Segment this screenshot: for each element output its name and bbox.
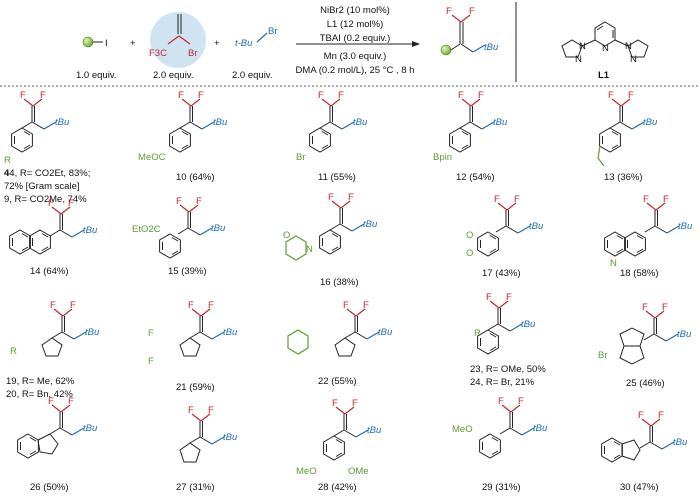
svg-text:2.0 equiv.: 2.0 equiv. [153,70,194,81]
product-21: F F 21 (59%) [148,299,239,393]
product-12: Bpin 12 (54%) [433,89,509,183]
svg-text:tBu: tBu [484,42,499,53]
svg-text:1.0 equiv.: 1.0 equiv. [76,70,117,81]
svg-text:17 (43%): 17 (43%) [482,268,521,279]
svg-text:11 (55%): 11 (55%) [318,172,356,183]
svg-text:MeO: MeO [452,424,473,435]
svg-text:R: R [474,328,481,339]
product-11: Br 11 (55%) [296,89,369,183]
svg-text:OMe: OMe [348,466,369,477]
svg-text:+: + [214,38,220,49]
svg-text:26 (50%): 26 (50%) [30,482,69,493]
svg-text:+: + [130,38,136,49]
product-22: 22 (55%) [287,299,394,387]
svg-text:Br: Br [296,152,306,163]
svg-text:23, R= OMe, 50%: 23, R= OMe, 50% [470,364,546,375]
svg-text:Br: Br [598,350,608,361]
svg-text:18 (58%): 18 (58%) [620,268,659,279]
product-general: F F tBu [440,6,499,56]
svg-text:13 (36%): 13 (36%) [604,172,643,183]
svg-text:EtO2C: EtO2C [132,224,161,235]
product-23-24: R 23, R= OMe, 50% 24, R= Br, 21% [470,291,546,388]
reaction-conditions: NiBr2 (10 mol%) L1 (12 mol%) TBAI (0.2 e… [296,5,420,76]
svg-text:N: N [575,54,582,65]
product-17: O O 17 (43%) [466,193,545,279]
svg-text:F3C: F3C [149,48,167,59]
svg-text:19, R= Me, 62%: 19, R= Me, 62% [6,376,75,387]
product-26: 26 (50%) [17,395,99,493]
svg-text:MeO: MeO [296,466,317,477]
svg-text:TBAI (0.2 equiv.): TBAI (0.2 equiv.) [320,33,391,44]
svg-text:9, R= CO2Me, 74%: 9, R= CO2Me, 74% [4,194,87,205]
svg-text:I: I [105,38,108,49]
svg-text:O: O [466,248,473,259]
svg-text:O: O [466,230,473,241]
reagent-aryl-iodide: I 1.0 equiv. [76,36,117,81]
product-27: 27 (31%) [176,404,239,493]
svg-text:F: F [148,328,154,339]
svg-text:N: N [602,43,609,54]
svg-text:22 (55%): 22 (55%) [318,376,357,387]
svg-text:R: R [4,155,11,166]
product-28: MeO OMe 28 (42%) [296,397,383,493]
svg-text:L1 (12 mol%): L1 (12 mol%) [327,19,384,30]
svg-text:12 (54%): 12 (54%) [456,172,495,183]
svg-text:Bpin: Bpin [433,152,452,163]
product-4-9: R 44, R= CO2Et, 83%; 72% [Gram scale] 9,… [4,89,90,205]
svg-text:28 (42%): 28 (42%) [318,482,357,493]
svg-text:N: N [306,244,313,255]
product-29: MeO 29 (31%) [452,395,549,493]
product-16: O N 16 (38%) [283,191,379,288]
svg-text:F: F [446,6,452,17]
svg-text:DMA (0.2 mol/L), 25 °C , 8 h: DMA (0.2 mol/L), 25 °C , 8 h [296,65,415,76]
reagent-bromotrifluoropropene: F3C Br 2.0 equiv. [149,12,206,81]
svg-text:Mn (3.0 equiv.): Mn (3.0 equiv.) [324,51,387,62]
svg-text:F: F [469,6,475,17]
product-30: 30 (47%) [601,409,689,493]
svg-text:15 (39%): 15 (39%) [168,266,207,277]
svg-text:29 (31%): 29 (31%) [482,482,521,493]
reagent-neopentyl-bromide: t-Bu Br 2.0 equiv. [232,26,278,81]
product-19-20: R 19, R= Me, 62% 20, R= Bn, 42% [6,299,101,400]
product-18: N 18 (58%) [604,193,694,279]
svg-text:20, R= Bn, 42%: 20, R= Bn, 42% [6,389,73,400]
svg-text:16 (38%): 16 (38%) [320,277,359,288]
svg-text:NiBr2 (10 mol%): NiBr2 (10 mol%) [320,5,390,16]
svg-text:30 (47%): 30 (47%) [620,482,659,493]
svg-text:R: R [10,346,17,357]
svg-text:Br: Br [268,26,278,37]
svg-text:N: N [579,41,586,52]
svg-text:44, R= CO2Et, 83%;: 44, R= CO2Et, 83%; [4,168,90,179]
svg-text:10 (64%): 10 (64%) [176,172,215,183]
product-14: 14 (64%) [9,197,99,277]
svg-text:24, R= Br, 21%: 24, R= Br, 21% [470,377,535,388]
svg-text:25 (46%): 25 (46%) [626,378,665,389]
svg-text:F: F [148,356,154,367]
product-15: EtO2C 15 (39%) [132,195,227,277]
svg-text:t-Bu: t-Bu [235,38,253,49]
svg-text:N: N [630,54,637,65]
product-10: MeOC 10 (64%) [138,89,229,183]
svg-text:2.0 equiv.: 2.0 equiv. [232,70,273,81]
svg-text:L1: L1 [598,70,610,81]
svg-text:14 (64%): 14 (64%) [30,266,69,277]
svg-text:MeOC: MeOC [138,152,166,163]
svg-text:21 (59%): 21 (59%) [176,382,215,393]
svg-text:N: N [610,258,617,269]
svg-text:O: O [283,230,290,241]
svg-text:72% [Gram scale]: 72% [Gram scale] [4,181,80,192]
product-25: Br 25 (46%) [598,301,693,389]
product-13: 13 (36%) [597,89,659,183]
svg-text:27 (31%): 27 (31%) [176,482,215,493]
ligand-L1: N N N N N L1 [561,21,649,81]
svg-text:Br: Br [188,48,198,59]
svg-text:N: N [625,41,632,52]
